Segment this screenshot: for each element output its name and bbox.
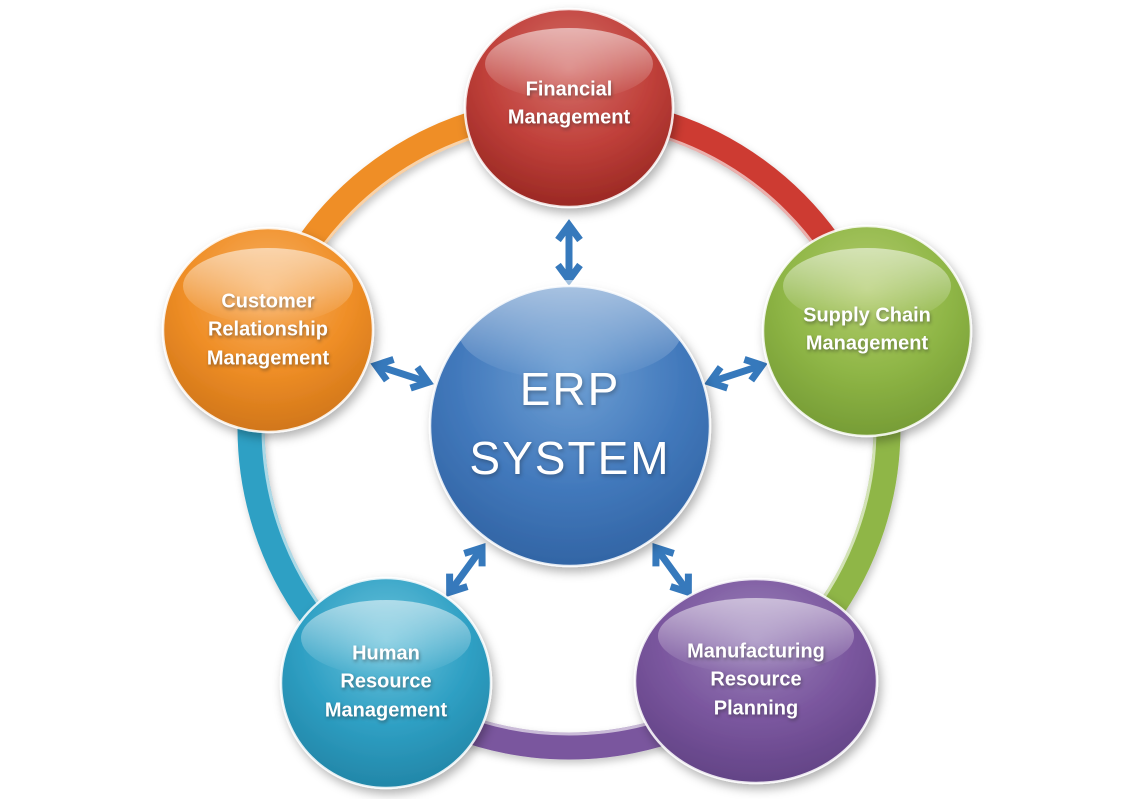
center-arrows <box>370 219 768 598</box>
gloss-customer <box>183 248 353 324</box>
arrow-center-customer-icon <box>370 356 434 392</box>
arrow-center-supply-icon <box>704 356 768 392</box>
arrow-center-manufacturing-icon <box>652 542 692 598</box>
gloss-human <box>301 600 471 676</box>
gloss-supply <box>783 248 951 324</box>
gloss-manufacturing <box>658 598 854 674</box>
arrow-center-financial-icon <box>555 219 583 286</box>
arrow-center-human-icon <box>446 542 486 598</box>
satellite-gloss-highlights <box>183 28 951 676</box>
gloss-erp-system <box>458 280 682 380</box>
gloss-financial <box>485 28 653 100</box>
